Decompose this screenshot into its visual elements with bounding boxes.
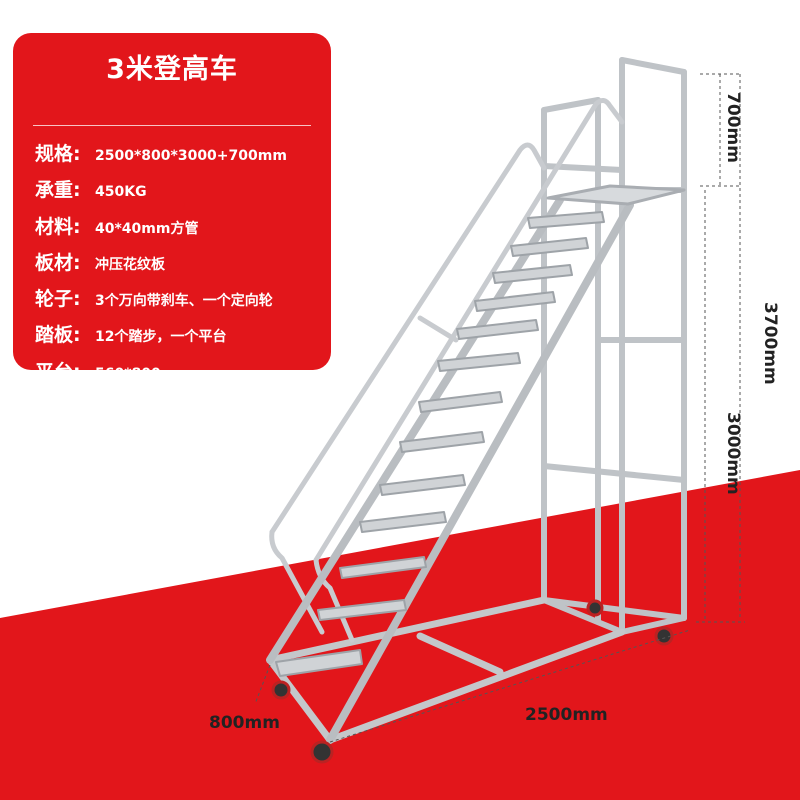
spec-row-steps: 踏板: 12个踏步，一个平台: [35, 320, 331, 356]
card-divider: [33, 125, 311, 126]
spec-row-load: 承重: 450KG: [35, 175, 331, 211]
spec-label: 材料:: [35, 215, 81, 238]
spec-row-material: 材料: 40*40mm方管: [35, 212, 331, 248]
spec-value: 560*800mm: [95, 365, 190, 382]
spec-value: 40*40mm方管: [95, 220, 199, 237]
spec-row-board: 板材: 冲压花纹板: [35, 248, 331, 284]
spec-list: 规格: 2500*800*3000+700mm 承重: 450KG 材料: 40…: [35, 139, 331, 393]
spec-value: 2500*800*3000+700mm: [95, 148, 287, 164]
dimension-total-height: 3700mm: [760, 302, 780, 385]
spec-label: 踏板:: [35, 324, 81, 347]
spec-label: 板材:: [35, 251, 81, 274]
spec-row-wheels: 轮子: 3个万向带刹车、一个定向轮: [35, 284, 331, 320]
dimension-platform-height: 3000mm: [723, 412, 743, 495]
back-frame: [541, 57, 687, 635]
top-platform: [546, 184, 686, 206]
product-title: 3米登高车: [106, 54, 238, 85]
dimension-width: 800mm: [209, 713, 280, 733]
spec-row-platform: 平台: 560*800mm: [35, 357, 331, 393]
dimension-length: 2500mm: [525, 705, 608, 725]
spec-label: 平台:: [35, 360, 81, 383]
dimension-lines: [254, 73, 745, 743]
caster-wheels: [271, 599, 674, 764]
spec-card: 3米登高车 规格: 2500*800*3000+700mm 承重: 450KG …: [13, 33, 331, 383]
spec-row-size: 规格: 2500*800*3000+700mm: [35, 139, 331, 175]
spec-label: 规格:: [35, 143, 81, 165]
spec-value: 450KG: [95, 184, 147, 201]
spec-label: 承重:: [35, 179, 81, 202]
spec-value: 12个踏步，一个平台: [95, 329, 227, 346]
spec-label: 轮子:: [35, 288, 81, 311]
handrails: [269, 98, 625, 643]
ladder-treads: [275, 211, 605, 677]
spec-value: 3个万向带刹车、一个定向轮: [95, 293, 273, 310]
dimension-rail-height: 700mm: [723, 92, 743, 163]
spec-value: 冲压花纹板: [95, 256, 165, 273]
